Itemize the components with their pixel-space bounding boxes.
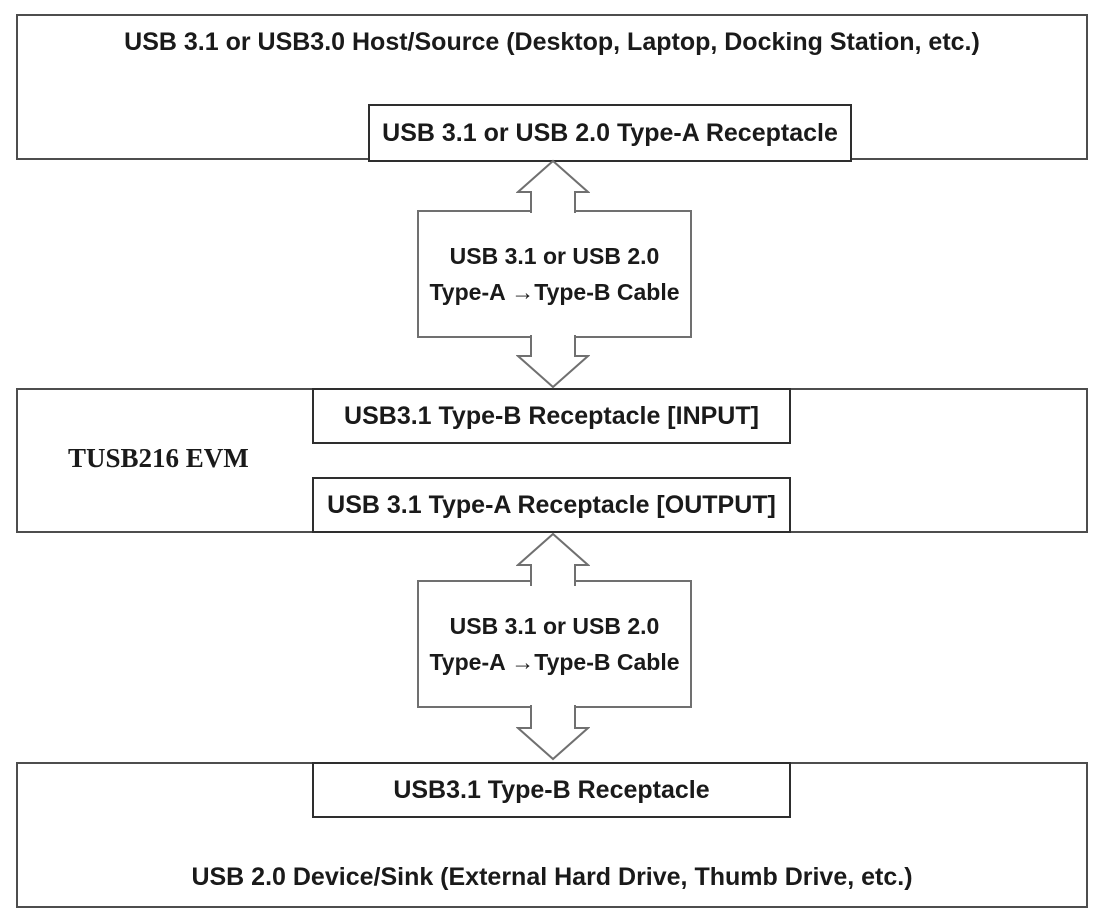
cable-2-line1: USB 3.1 or USB 2.0 — [449, 613, 660, 639]
evm-input-receptacle-box: USB3.1 Type-B Receptacle [INPUT] — [312, 388, 791, 444]
evm-input-receptacle-label: USB3.1 Type-B Receptacle [INPUT] — [344, 401, 759, 430]
device-type-b-receptacle-label: USB3.1 Type-B Receptacle — [393, 775, 710, 804]
device-type-b-receptacle-box: USB3.1 Type-B Receptacle — [312, 762, 791, 818]
evm-label: TUSB216 EVM — [68, 443, 249, 473]
bidirectional-arrow-up-icon — [516, 159, 590, 213]
host-type-a-receptacle-box: USB 3.1 or USB 2.0 Type-A Receptacle — [368, 104, 852, 162]
host-source-title: USB 3.1 or USB3.0 Host/Source (Desktop, … — [124, 28, 980, 56]
device-sink-title: USB 2.0 Device/Sink (External Hard Drive… — [191, 863, 913, 891]
bidirectional-arrow-down-icon — [516, 335, 590, 389]
evm-output-receptacle-label: USB 3.1 Type-A Receptacle [OUTPUT] — [327, 490, 776, 519]
host-type-a-receptacle-label: USB 3.1 or USB 2.0 Type-A Receptacle — [382, 118, 838, 147]
cable-2-line2: Type-A →Type-B Cable — [429, 649, 680, 675]
bidirectional-arrow-down-icon — [516, 705, 590, 761]
cable-1-line1: USB 3.1 or USB 2.0 — [449, 243, 660, 269]
cable-1-line2: Type-A →Type-B Cable — [429, 279, 680, 305]
cable-box-2: USB 3.1 or USB 2.0 Type-A →Type-B Cable — [417, 580, 692, 708]
bidirectional-arrow-up-icon — [516, 532, 590, 586]
cable-box-1: USB 3.1 or USB 2.0 Type-A →Type-B Cable — [417, 210, 692, 338]
evm-output-receptacle-box: USB 3.1 Type-A Receptacle [OUTPUT] — [312, 477, 791, 533]
